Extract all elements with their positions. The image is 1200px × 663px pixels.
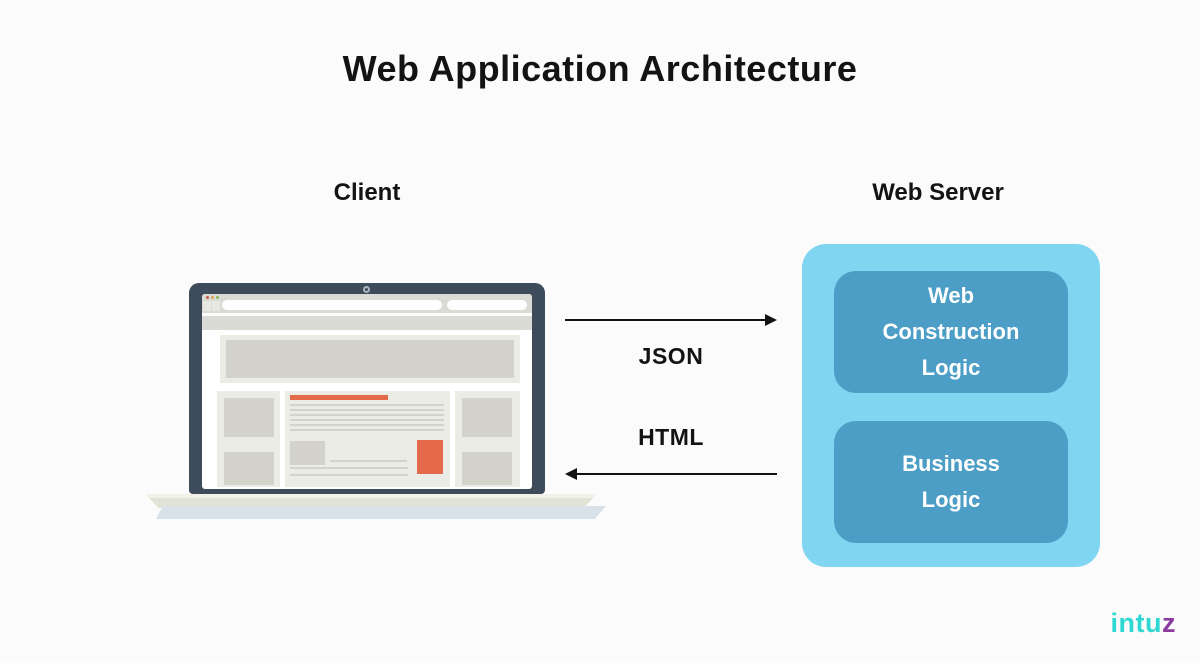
webcam-icon — [363, 286, 370, 293]
web-construction-logic-box: Web Construction Logic — [834, 271, 1068, 393]
article-heading-placeholder — [290, 395, 388, 400]
text-line-placeholder — [290, 474, 408, 476]
right-sidebar-placeholder — [455, 391, 520, 487]
sidebar-block-placeholder — [462, 452, 512, 485]
text-line-placeholder — [290, 467, 408, 469]
server-box-label: Business Logic — [902, 451, 1000, 512]
text-line-placeholder — [290, 404, 444, 406]
sidebar-block-placeholder — [462, 398, 512, 437]
traffic-light-green-icon — [216, 296, 219, 299]
arrow-line — [565, 319, 766, 321]
text-line-placeholder — [290, 414, 444, 416]
laptop-illustration — [189, 283, 545, 494]
laptop-base — [145, 494, 597, 508]
intuz-logo: intuz — [1111, 608, 1176, 638]
traffic-light-yellow-icon — [211, 296, 214, 299]
arrow-left-icon — [565, 468, 577, 480]
left-sidebar-placeholder — [217, 391, 280, 487]
request-arrow — [565, 314, 777, 326]
traffic-light-red-icon — [206, 296, 209, 299]
text-line-placeholder — [330, 460, 407, 462]
text-line-placeholder — [290, 419, 444, 421]
response-arrow — [565, 468, 777, 480]
sidebar-block-placeholder — [224, 398, 274, 437]
page-title: Web Application Architecture — [342, 48, 858, 89]
text-line-placeholder — [290, 409, 444, 411]
web-server-panel: Web Construction Logic Business Logic — [802, 244, 1100, 567]
arrow-line — [576, 473, 777, 475]
browser-window — [202, 294, 532, 489]
browser-back-button-placeholder — [203, 301, 211, 311]
logo-text-primary: intu — [1110, 608, 1162, 638]
server-box-label: Web Construction Logic — [882, 283, 1020, 380]
browser-forward-button-placeholder — [212, 301, 220, 311]
text-line-placeholder — [290, 424, 444, 426]
client-label: Client — [333, 179, 401, 206]
request-flow-label: JSON — [638, 343, 704, 369]
article-content-placeholder — [285, 391, 450, 487]
hero-banner-placeholder — [220, 335, 520, 383]
article-image-placeholder — [290, 441, 325, 465]
logo-text-accent: z — [1162, 608, 1176, 638]
address-bar-placeholder — [222, 300, 442, 310]
business-logic-box: Business Logic — [834, 421, 1068, 543]
sidebar-block-placeholder — [224, 452, 274, 485]
laptop-base-shadow — [156, 506, 606, 519]
text-line-placeholder — [290, 429, 444, 431]
response-flow-label: HTML — [638, 424, 704, 450]
page-header-placeholder — [202, 316, 532, 330]
arrow-right-icon — [765, 314, 777, 326]
ad-block-placeholder — [417, 440, 443, 474]
hero-image-placeholder — [226, 340, 514, 378]
server-label: Web Server — [872, 179, 1004, 206]
browser-toolbar — [202, 294, 532, 313]
search-box-placeholder — [447, 300, 527, 310]
